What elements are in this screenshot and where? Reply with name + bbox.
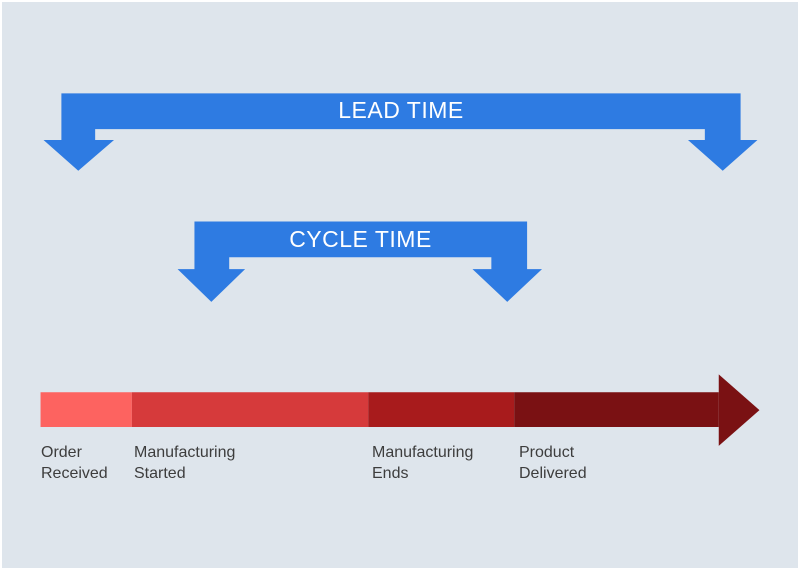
stage-label-line: Product (519, 444, 575, 461)
stage-label-product-delivered: Product Delivered (519, 442, 587, 484)
stage-label-line: Order (41, 444, 82, 461)
stage-label-line: Delivered (519, 465, 587, 482)
stage-label-line: Received (41, 465, 108, 482)
stage-label-line: Ends (372, 465, 409, 482)
stage-label-line: Started (134, 465, 186, 482)
timeline-segment-manufacturing-ends (368, 392, 515, 427)
stage-label-manufacturing-started: Manufacturing Started (134, 442, 235, 484)
timeline-segment-order-received (40, 392, 132, 427)
stage-label-order-received: Order Received (41, 442, 108, 484)
cycle-time-bracket (177, 221, 542, 302)
timeline-arrowhead-icon (718, 374, 760, 446)
timeline-segment-manufacturing-started (131, 392, 369, 427)
stage-label-manufacturing-ends: Manufacturing Ends (372, 442, 473, 484)
timeline-segment-product-delivered (514, 392, 719, 427)
stage-label-line: Manufacturing (134, 444, 236, 461)
lead-time-bracket (43, 93, 758, 171)
stage-label-line: Manufacturing (372, 444, 474, 461)
